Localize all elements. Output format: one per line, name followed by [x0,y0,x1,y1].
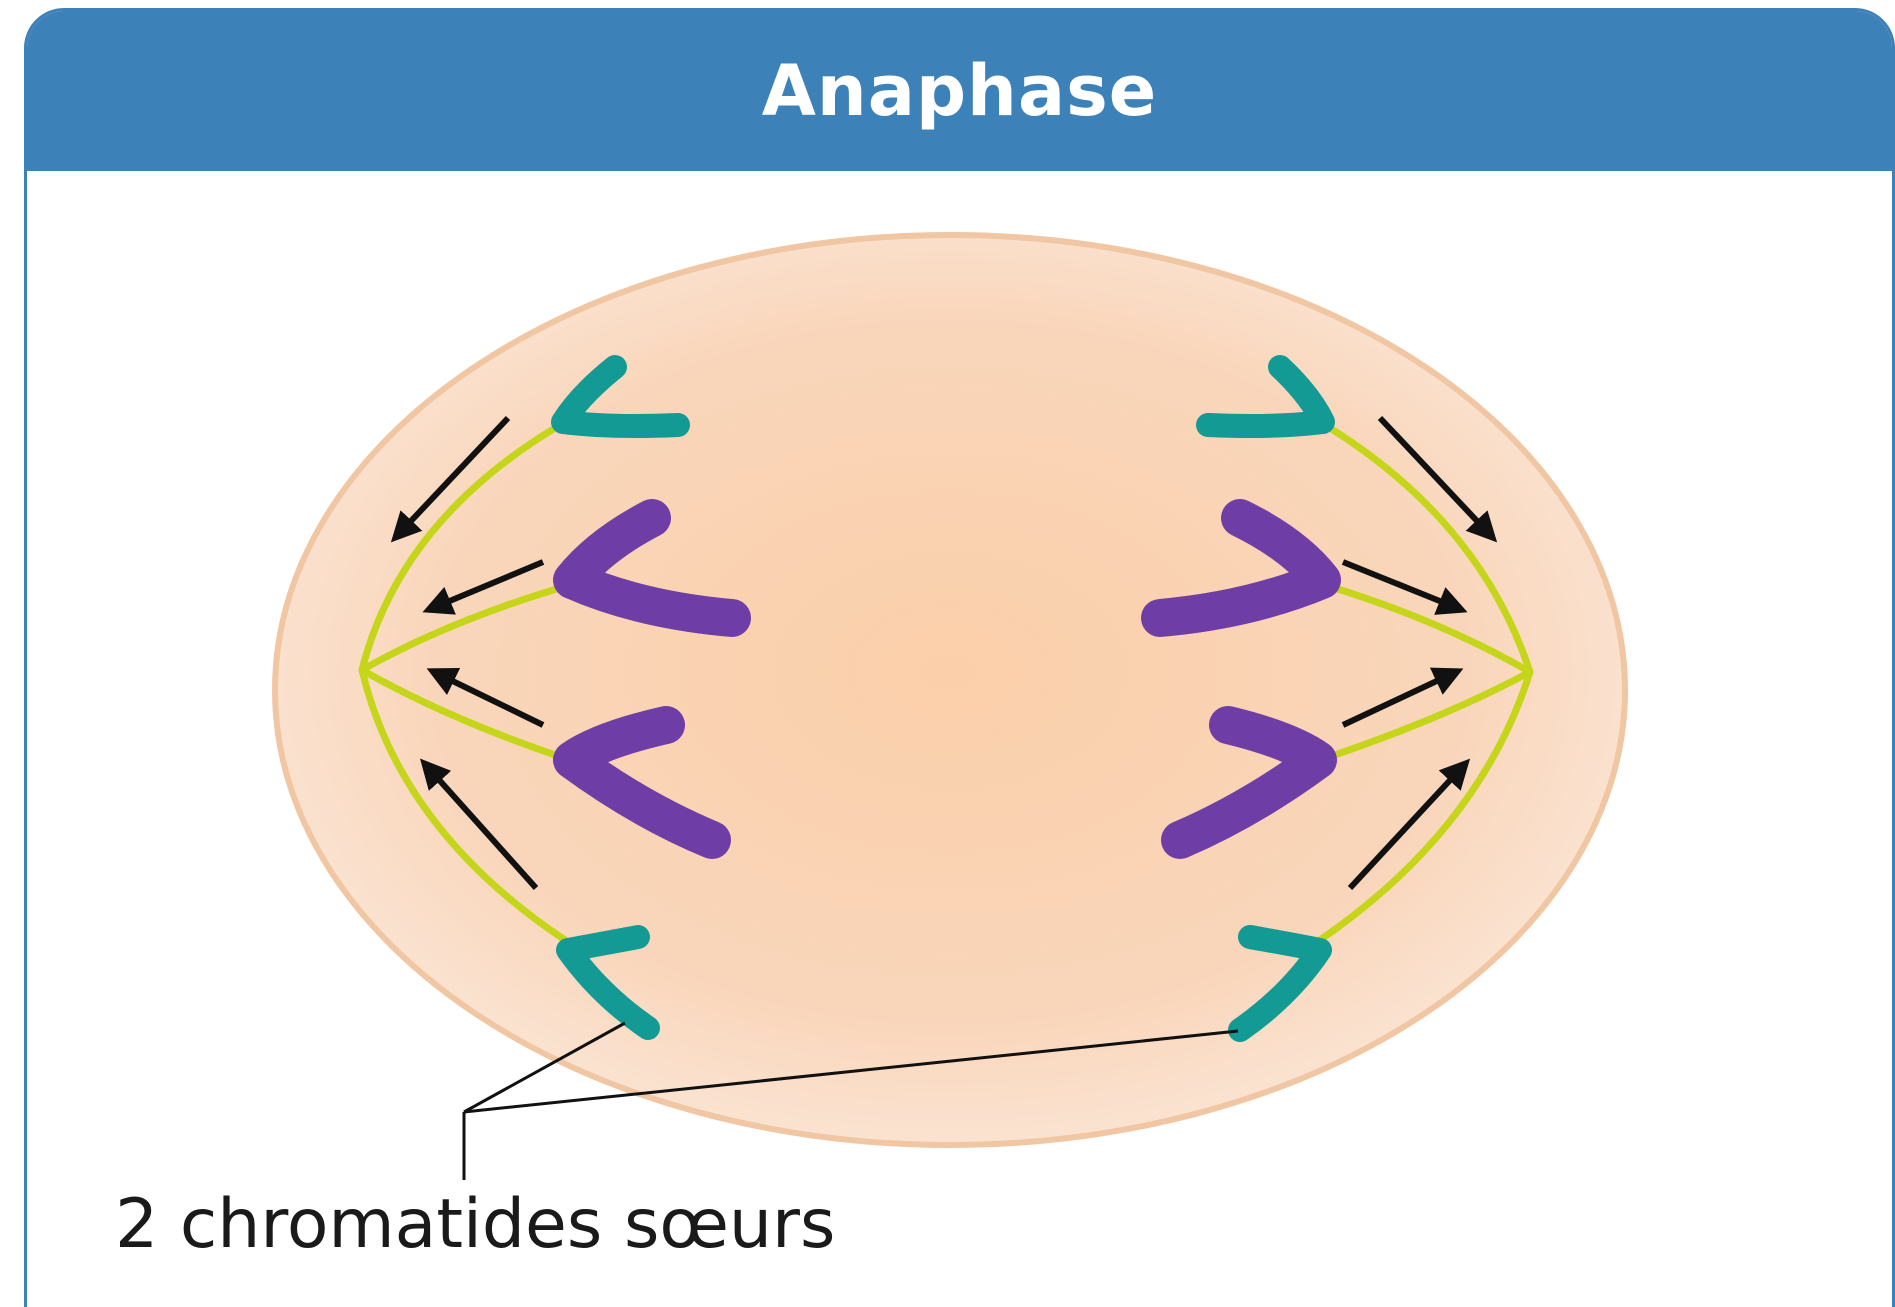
chromatids-label: 2 chromatides sœurs [115,1185,835,1264]
